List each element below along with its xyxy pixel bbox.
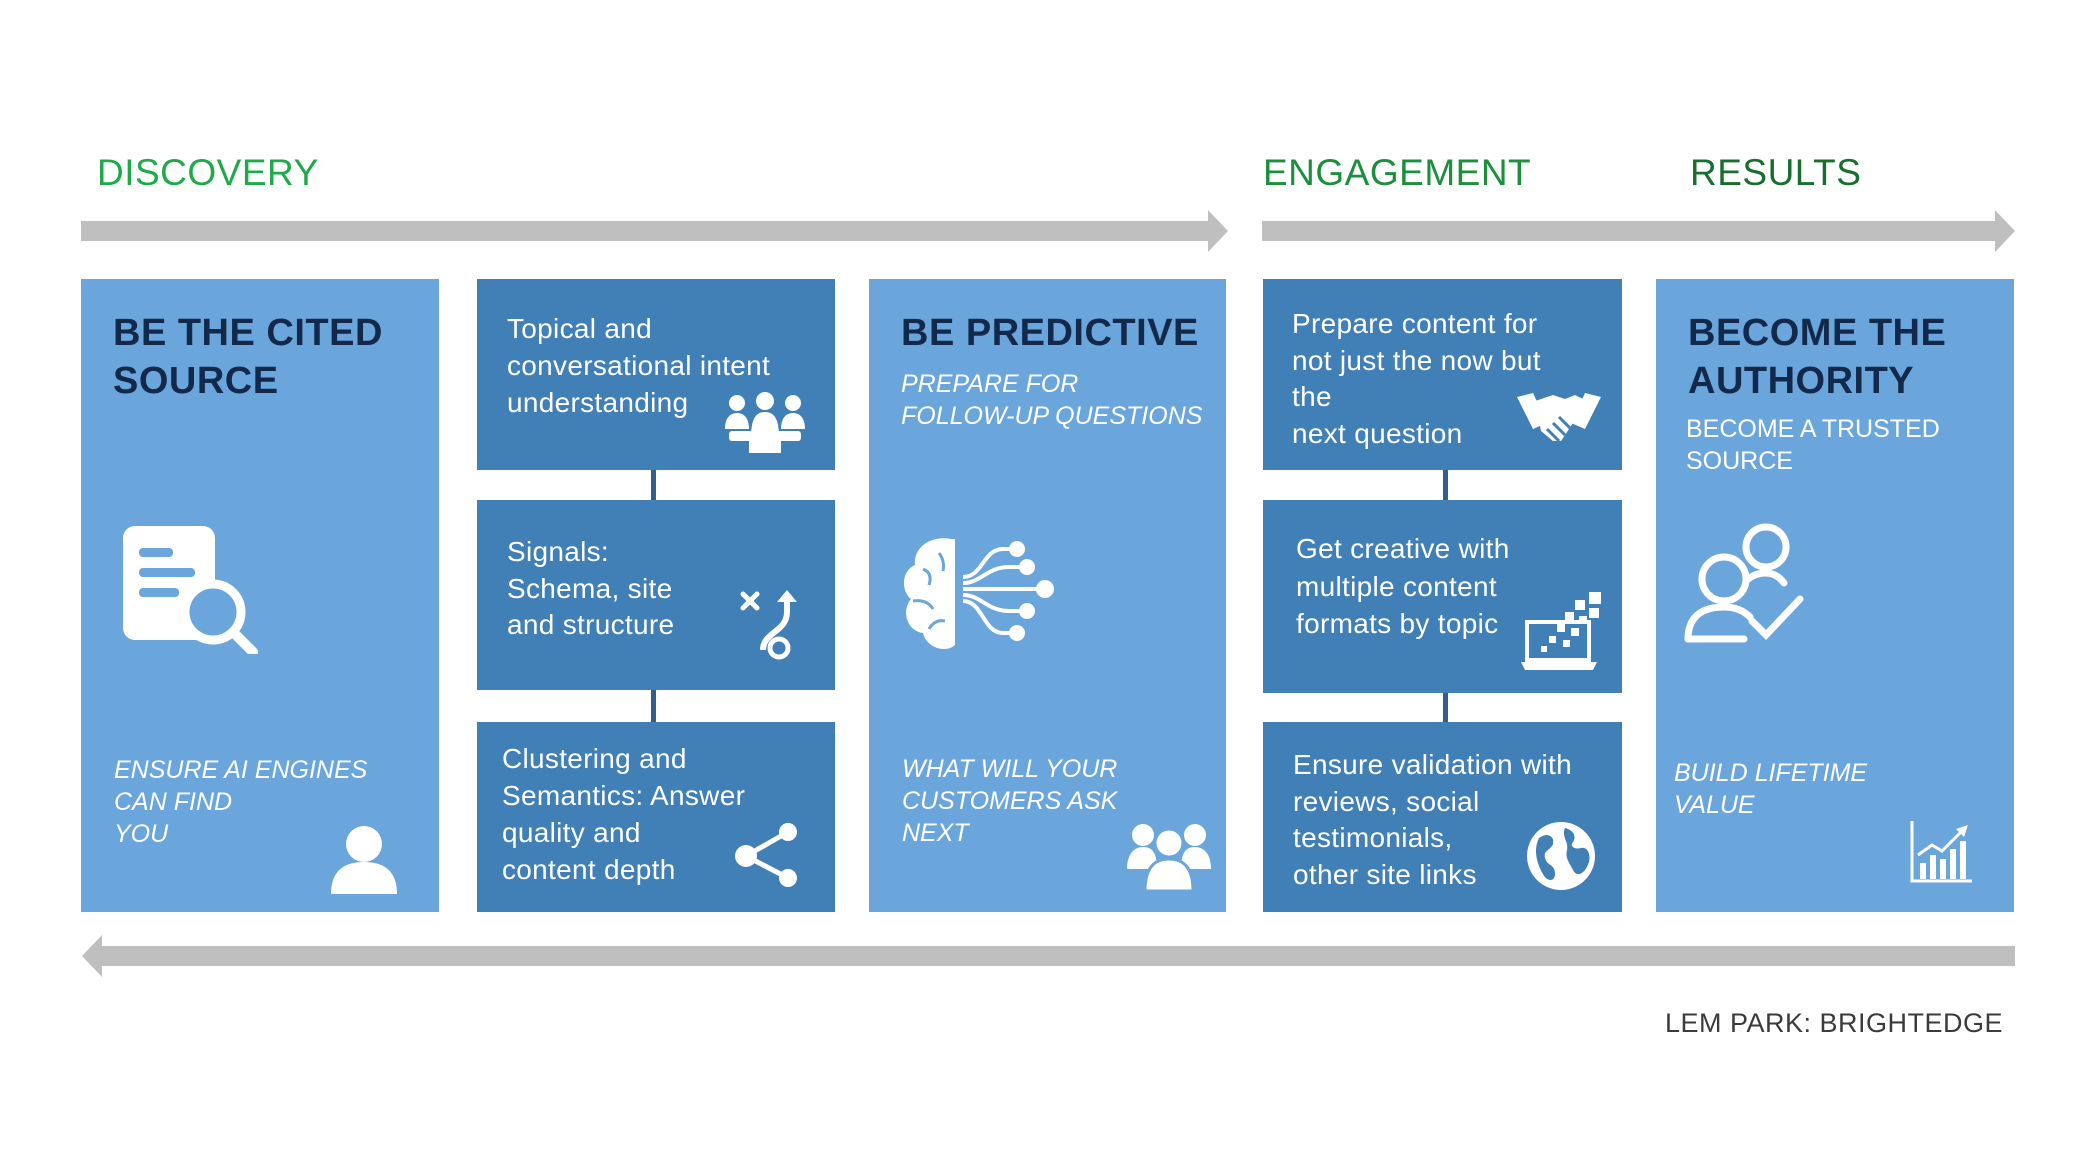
connector-line xyxy=(1443,693,1448,722)
card-intent-understanding: Topical and conversational intent unders… xyxy=(477,279,835,470)
globe-icon xyxy=(1527,822,1595,890)
card-text-line: Prepare content for xyxy=(1292,308,1538,339)
card-text-line: reviews, social xyxy=(1293,786,1480,817)
card-content-formats: Get creative with multiple content forma… xyxy=(1263,500,1622,693)
top-arrow-discovery xyxy=(81,210,1228,252)
card-be-predictive: BE PREDICTIVE PREPARE FOR FOLLOW-UP QUES… xyxy=(869,279,1226,912)
card-text-line: content depth xyxy=(502,854,676,885)
card-text-line: multiple content xyxy=(1296,571,1497,602)
card-cited-source: BE THE CITED SOURCE ENSURE AI ENGINES CA… xyxy=(81,279,439,912)
laptop-pixels-icon xyxy=(1521,592,1601,670)
card-text-line: Ensure validation with xyxy=(1293,749,1572,780)
card-bottom-line3: NEXT xyxy=(902,819,969,847)
users-check-icon xyxy=(1684,523,1804,643)
card-subtitle-line1: PREPARE FOR xyxy=(901,370,1079,398)
card-text-line: quality and xyxy=(502,817,641,848)
card-title-line1: BECOME THE xyxy=(1688,312,1947,354)
card-text-line: and structure xyxy=(507,609,675,640)
card-bottom-line2: CAN FIND xyxy=(114,788,233,816)
top-arrow-engagement xyxy=(1262,210,2015,252)
card-text-line: testimonials, xyxy=(1293,822,1453,853)
card-become-authority: BECOME THE AUTHORITY BECOME A TRUSTED SO… xyxy=(1656,279,2014,912)
stage-label-discovery: DISCOVERY xyxy=(97,152,319,193)
connector-line xyxy=(651,690,656,722)
share-nodes-icon xyxy=(735,823,797,887)
card-next-question: Prepare content for not just the now but… xyxy=(1263,279,1622,470)
card-text-line: Clustering and xyxy=(502,743,687,774)
card-text-line: Get creative with xyxy=(1296,533,1510,564)
growth-chart-icon xyxy=(1910,821,1972,883)
credit-text: LEM PARK: BRIGHTEDGE xyxy=(1665,1008,2004,1038)
card-text-line: Topical and xyxy=(507,313,652,344)
card-title: BE PREDICTIVE xyxy=(901,312,1199,354)
card-bottom-line3: YOU xyxy=(114,820,169,848)
card-subtitle-line1: BECOME A TRUSTED xyxy=(1686,415,1940,443)
route-icon xyxy=(740,590,797,660)
card-bottom-line2: CUSTOMERS ASK xyxy=(902,787,1118,815)
user-icon xyxy=(331,826,397,894)
card-validation: Ensure validation with reviews, social t… xyxy=(1263,722,1622,912)
group-icon xyxy=(1127,824,1211,891)
card-text-line: other site links xyxy=(1293,859,1477,890)
card-bottom-line2: VALUE xyxy=(1674,791,1755,819)
handshake-icon xyxy=(1517,393,1601,443)
card-text-line: Semantics: Answer xyxy=(502,780,746,811)
card-text-line: not just the now but xyxy=(1292,345,1541,376)
card-text-line: Schema, site xyxy=(507,573,673,604)
card-subtitle-line2: SOURCE xyxy=(1686,447,1793,475)
card-bottom-line1: WHAT WILL YOUR xyxy=(902,755,1118,783)
bottom-arrow-return xyxy=(82,935,2015,977)
stage-label-engagement: ENGAGEMENT xyxy=(1263,152,1532,193)
team-meeting-icon xyxy=(725,392,805,453)
card-text-line: next question xyxy=(1292,418,1463,449)
card-title-line2: SOURCE xyxy=(113,360,279,402)
card-text-line: Signals: xyxy=(507,536,610,567)
card-text-line: conversational intent xyxy=(507,350,771,381)
card-title-line1: BE THE CITED xyxy=(113,312,383,354)
card-bottom-line1: ENSURE AI ENGINES xyxy=(114,756,368,784)
card-signals-schema: Signals: Schema, site and structure xyxy=(477,500,835,690)
card-clustering-semantics: Clustering and Semantics: Answer quality… xyxy=(477,722,835,912)
document-search-icon xyxy=(123,526,258,654)
connector-line xyxy=(1443,470,1448,500)
card-text-line: the xyxy=(1292,381,1332,412)
card-bottom-line1: BUILD LIFETIME xyxy=(1674,759,1868,787)
card-text-line: formats by topic xyxy=(1296,608,1499,639)
card-text-line: understanding xyxy=(507,387,689,418)
stage-label-results: RESULTS xyxy=(1690,152,1862,193)
card-subtitle-line2: FOLLOW-UP QUESTIONS xyxy=(901,402,1203,430)
ai-brain-icon xyxy=(903,538,1054,649)
card-title-line2: AUTHORITY xyxy=(1688,360,1915,402)
connector-line xyxy=(651,470,656,500)
